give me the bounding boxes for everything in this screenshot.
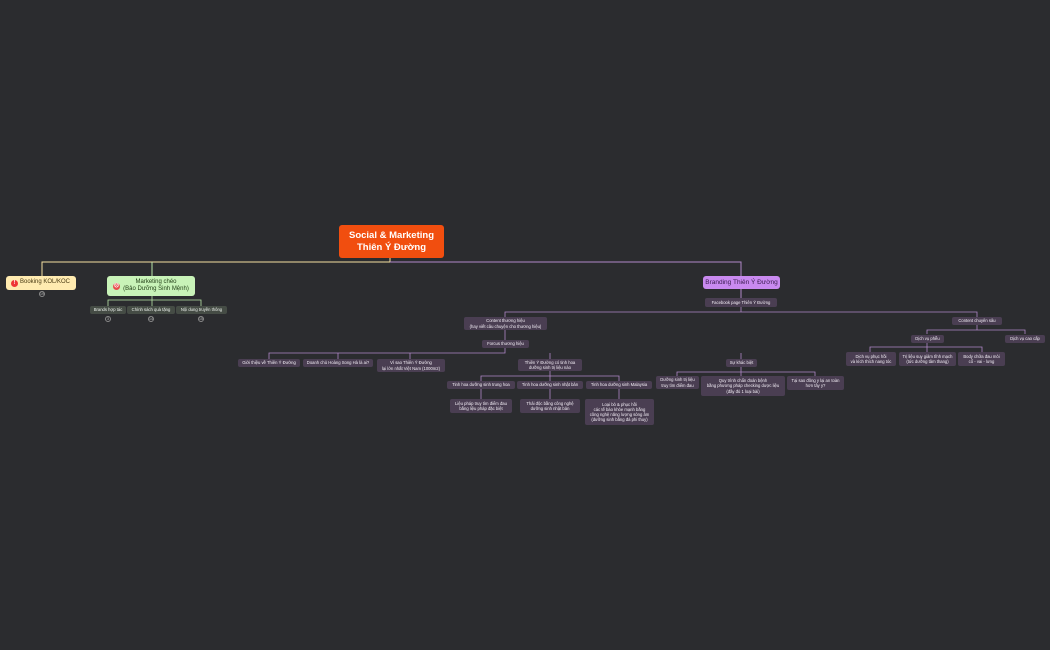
collapsed-count-badge[interactable]: 19 <box>39 291 45 297</box>
pain-point-node[interactable]: Dưỡng sinh trị liệu truy tìm điểm đau <box>656 376 699 389</box>
booking-label: Booking KOL/KOC <box>19 279 71 286</box>
marketing-cheo-node[interactable]: Marketing chéo (Bảo Dưỡng Sinh Mệnh) <box>107 276 195 296</box>
branding-node[interactable]: Branding Thiên Ý Đường <box>703 276 780 289</box>
intro-node[interactable]: Giới thiệu về Thiên Ý Đường <box>238 359 300 367</box>
content-deep-node[interactable]: Content chuyên sâu <box>952 317 1002 325</box>
sad-face-icon: ☹ <box>113 282 120 290</box>
eastern-medicine-node[interactable]: Tại sao đông y lại an toàn hơn tây y? <box>787 376 844 390</box>
malaysia-detail-node[interactable]: Loại bỏ & phục hồi các tế bào khỏe mạnh … <box>585 399 654 425</box>
malaysia-essence-node[interactable]: Tinh hoa dưỡng sinh Malaysia <box>586 381 652 389</box>
diagnosis-process-node[interactable]: Quy trình chẩn đoán bệnh bằng phương phá… <box>701 376 785 396</box>
gift-policy-node[interactable]: Chính sách quà tặng <box>127 306 175 314</box>
china-essence-node[interactable]: Tinh hoa dưỡng sinh trung hoa <box>447 381 515 389</box>
brands-partner-node[interactable]: Brands hợp tác <box>90 306 126 314</box>
funnel-service-node[interactable]: Dịch vụ phễu <box>911 335 944 343</box>
hair-recovery-node[interactable]: Dịch vụ phục hồi và kích thích nang tóc <box>846 352 896 366</box>
owner-node[interactable]: Doanh chủ Hoàng Song Hà là ai? <box>303 359 373 367</box>
collapsed-count-badge[interactable]: 15 <box>198 316 204 322</box>
facebook-page-node[interactable]: Facebook page Thiên Ý Đường <box>705 298 777 307</box>
china-detail-node[interactable]: Liệu pháp truy tìm điểm đau bằng liệu ph… <box>450 399 512 413</box>
japan-essence-node[interactable]: Tinh hoa dưỡng sinh nhật bản <box>517 381 583 389</box>
collapsed-count-badge[interactable]: 14 <box>148 316 154 322</box>
japan-detail-node[interactable]: Thải độc bằng công nghệ dưỡng sinh nhật … <box>520 399 580 413</box>
difference-node[interactable]: Sự khác biệt <box>726 359 757 367</box>
vein-therapy-node[interactable]: Trị liệu suy giảm tĩnh mạch (tức dưỡng t… <box>899 352 956 366</box>
media-content-node[interactable]: Nội dung truyền thông <box>176 306 227 314</box>
collapsed-count-badge[interactable]: 3 <box>105 316 111 322</box>
booking-kol-node[interactable]: Booking KOL/KOC <box>6 276 76 290</box>
premium-service-node[interactable]: Dịch vụ cao cấp <box>1005 335 1045 343</box>
alert-icon: ! <box>11 279 18 287</box>
essence-node[interactable]: Thiên Ý Đường có tinh hoa dưỡng sinh trị… <box>518 359 582 371</box>
focus-brand-node[interactable]: Forcus thương hiệu <box>482 340 529 348</box>
body-pain-node[interactable]: Body chữa đau mỏi cổ - vai - lưng <box>958 352 1005 366</box>
marketing-cheo-label: Marketing chéo (Bảo Dưỡng Sinh Mệnh) <box>123 278 189 292</box>
largest-scale-node[interactable]: Vì sao Thiên Ý Đường lại lớn nhất Việt N… <box>377 359 445 372</box>
content-story-node[interactable]: Content thương hiệu (hay viết câu chuyện… <box>464 317 547 330</box>
root-node[interactable]: Social & Marketing Thiên Ý Đường <box>339 225 444 258</box>
